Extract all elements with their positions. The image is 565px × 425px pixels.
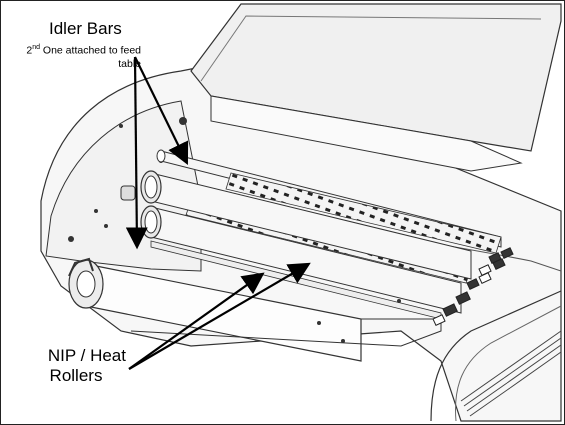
nip-label-line2: Rollers — [49, 366, 103, 385]
front-panel — [130, 318, 442, 347]
idler-bar-upper-end — [156, 149, 166, 163]
lid-edge — [200, 15, 542, 82]
housing-bottom-right-inner — [454, 305, 562, 422]
supply-roll-bracket — [68, 257, 94, 277]
idler-bars-label: Idler Bars — [49, 19, 122, 38]
lid-front-fold — [210, 95, 523, 172]
supply-roll-core — [76, 270, 96, 298]
nip-label-line1: NIP / Heat — [47, 346, 126, 365]
nip-callout-arrows — [128, 262, 311, 370]
control-panel — [432, 247, 514, 327]
idler-note-number: 2 — [26, 44, 33, 57]
idler-bars-note: 2nd One attached to feed table — [19, 41, 141, 71]
side-knob — [120, 185, 136, 201]
heat-roller-upper-end-inner — [144, 175, 158, 199]
idler-note-ordinal: nd — [32, 44, 40, 51]
housing-bottom-right — [430, 290, 562, 422]
heat-roller-lower-end-inner — [144, 210, 158, 234]
idler-note-text: One attached to feed table — [42, 44, 141, 70]
vent-grille — [460, 330, 562, 417]
perforated-plate-upper — [225, 172, 502, 254]
front-panel-screws — [317, 299, 401, 343]
idler-callout-arrows — [125, 56, 189, 250]
